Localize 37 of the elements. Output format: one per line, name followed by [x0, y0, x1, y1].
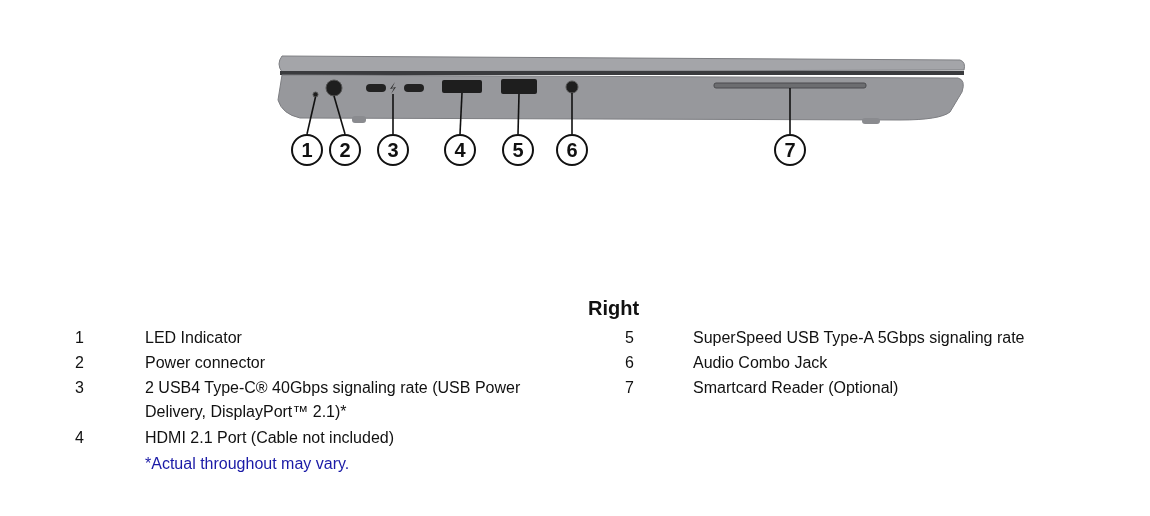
leader-line	[789, 87, 791, 135]
footnote: *Actual throughout may vary.	[145, 454, 350, 474]
callout-number: 4	[75, 428, 84, 448]
part-description: HDMI 2.1 Port (Cable not included)	[145, 428, 394, 448]
callout-number: 7	[774, 134, 806, 166]
callout-number: 6	[625, 353, 634, 373]
callout-number: 1	[291, 134, 323, 166]
callout-number: 4	[444, 134, 476, 166]
part-description: Smartcard Reader (Optional)	[693, 378, 899, 398]
led-indicator	[312, 91, 319, 98]
callout-number: 2	[75, 353, 84, 373]
usb-port	[501, 79, 537, 94]
callout-number: 1	[75, 328, 84, 348]
leader-line	[306, 96, 317, 135]
leader-line	[517, 93, 520, 135]
audio-jack	[565, 80, 579, 94]
part-description: Power connector	[145, 353, 266, 373]
callout-number: 3	[377, 134, 409, 166]
callout-number: 3	[75, 378, 84, 398]
callout-number: 6	[556, 134, 588, 166]
leader-line	[333, 95, 346, 135]
power-connector-port	[325, 79, 343, 97]
leader-line	[459, 92, 463, 135]
leader-line	[571, 92, 573, 135]
lightning-icon	[390, 82, 396, 94]
hdmi-port	[442, 80, 482, 93]
part-description: 2 USB4 Type-C® 40Gbps signaling rate (USB Power Delivery, DisplayPort™ 2.1)*	[145, 378, 522, 422]
card-reader-slot	[713, 82, 867, 89]
callout-number: 2	[329, 134, 361, 166]
callout-number: 7	[625, 378, 634, 398]
leader-line	[392, 93, 394, 135]
section-heading: Right	[588, 297, 640, 320]
callout-number: 5	[625, 328, 634, 348]
part-description: LED Indicator	[145, 328, 242, 348]
part-description: SuperSpeed USB Type-A 5Gbps signaling rate	[693, 328, 1025, 348]
part-description: Audio Combo Jack	[693, 353, 828, 373]
callout-number: 5	[502, 134, 534, 166]
